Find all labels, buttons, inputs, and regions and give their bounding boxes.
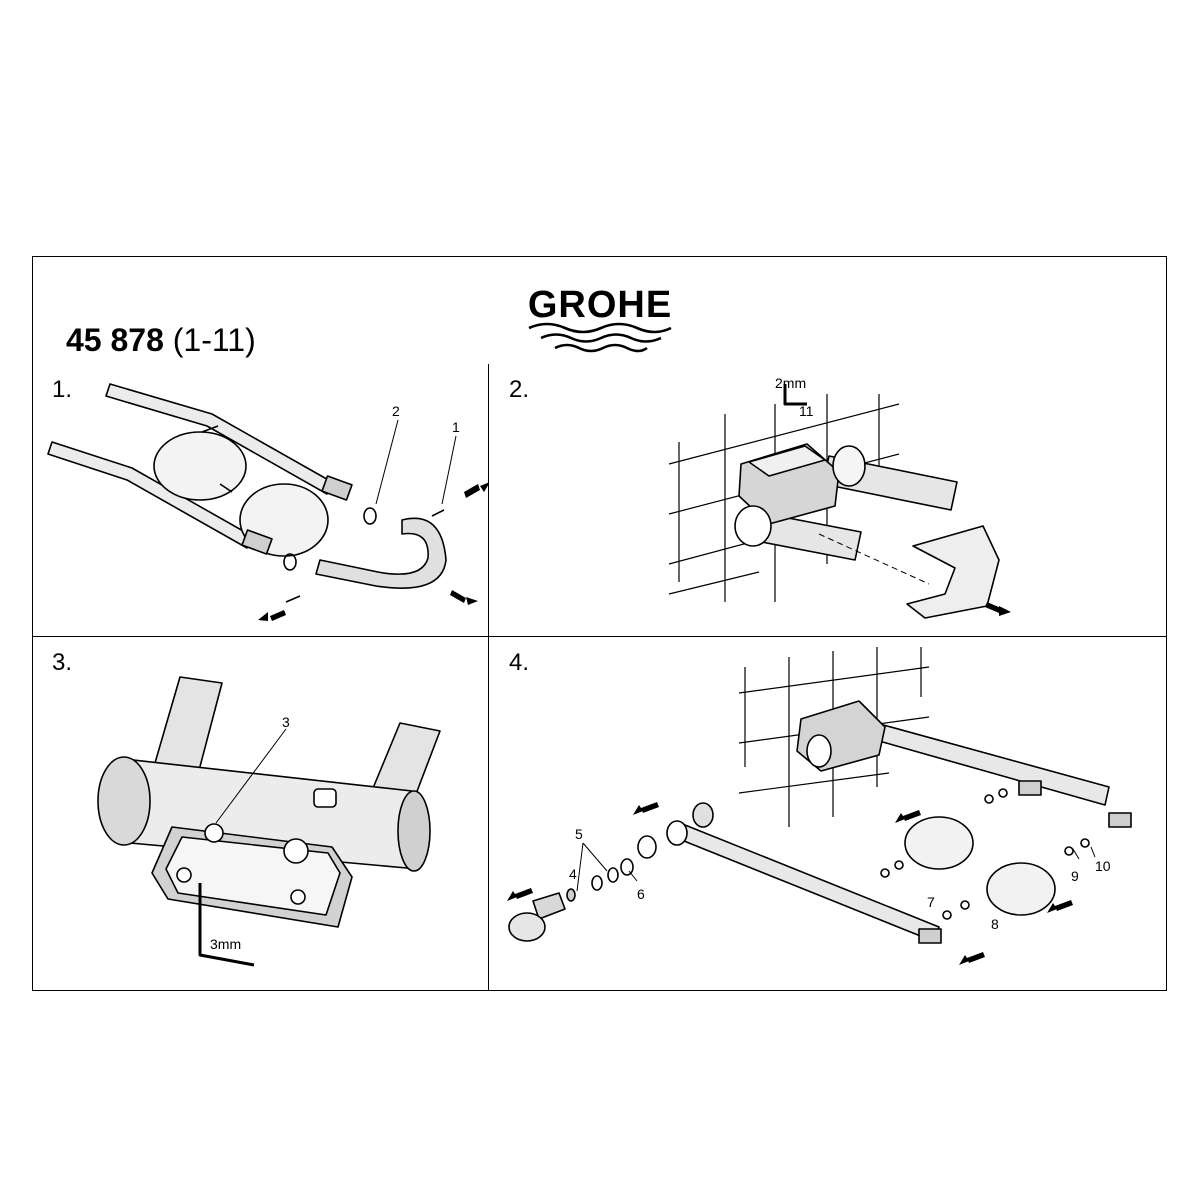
step-3-panel: 3. 3 3mm: [32, 636, 488, 991]
callout-11: 11: [799, 403, 814, 419]
step-3-illustration: 3 3mm: [97, 676, 441, 967]
instruction-sheet-frame: [32, 256, 1167, 991]
callout-6: 6: [637, 886, 645, 902]
step-2-label: 2.: [509, 376, 530, 403]
step-2-illustration: 2mm 11: [668, 375, 1011, 619]
step-4-illustration: 5 4 6 7 8 9 10: [507, 647, 1132, 965]
grohe-logo: GROHE: [515, 284, 685, 354]
callout-4: 4: [569, 866, 577, 882]
step-1-label: 1.: [52, 376, 73, 403]
logo-waves-icon: [528, 322, 672, 353]
step-2-panel: 2.: [488, 364, 1167, 636]
step-4-label: 4.: [509, 649, 530, 676]
callout-10: 10: [1095, 858, 1111, 874]
step-1-panel: 1.: [32, 364, 488, 636]
callout-2: 2: [392, 403, 400, 419]
part-number-heading: 45 878 (1-11): [66, 322, 256, 359]
callout-9: 9: [1071, 868, 1079, 884]
callout-8: 8: [991, 916, 999, 932]
page-range: (1-11): [172, 322, 256, 358]
logo-wordmark: GROHE: [527, 284, 673, 326]
callout-7: 7: [927, 894, 935, 910]
callout-allen-key-3mm: 3mm: [210, 936, 241, 952]
step-4-panel: 4.: [488, 636, 1167, 991]
callout-5: 5: [575, 826, 583, 842]
callout-3: 3: [282, 714, 290, 730]
callout-1: 1: [452, 419, 460, 435]
part-number: 45 878: [66, 322, 164, 358]
step-3-label: 3.: [52, 649, 73, 676]
callout-allen-key-2mm: 2mm: [775, 375, 806, 391]
step-1-illustration: 2 1: [47, 383, 488, 621]
